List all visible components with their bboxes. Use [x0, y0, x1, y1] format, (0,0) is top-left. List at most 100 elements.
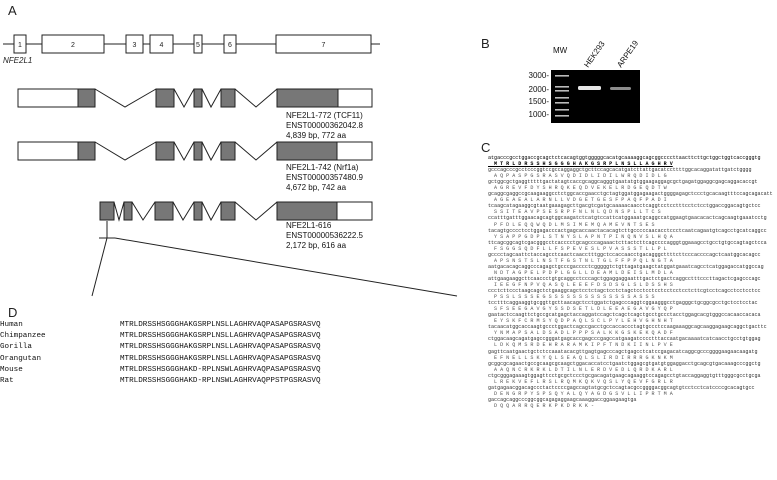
sequence-nt-line: ccatttgatttggaacagcagtggcaagatctcatgtcca… — [488, 215, 767, 222]
sequence-aa-line: L R E K V E F L R S L R Q M K Q K V Q S … — [488, 378, 673, 385]
sequence-nt-line: tcaagcatagaaggcgtaatgaaagagcttgacgtcgatg… — [488, 203, 761, 210]
exon-3-label: 3 — [133, 42, 137, 49]
transcript-1-label: NFE2L1-772 (TCF11) ENST00000362042.8 4,8… — [286, 111, 363, 141]
exon-6-label: 6 — [228, 42, 232, 49]
transcript-3-structure — [99, 201, 373, 222]
sequence-aa-line: S F S E E G A V G Y S S D S E T L D L E … — [488, 306, 673, 313]
sequence-aa-line: A G E A E A L A R N L L V D G E T G E S … — [488, 197, 667, 204]
exon-1-box — [13, 34, 27, 54]
transcript-1-size: 4,839 bp, 772 aa — [286, 131, 347, 140]
gel-marker-1000: 1000- — [529, 110, 550, 119]
gel-band-hek293 — [578, 86, 601, 90]
sequence-nt-line: gaatactccaagttctgccgcatgagctaccaggatccag… — [488, 312, 761, 319]
sequence-nt-line: ccctcttccctaagcagctctgaaggcagctcctctagct… — [488, 288, 761, 295]
alignment-species: Orangutan — [0, 354, 42, 363]
gel-marker-1500: 1500- — [529, 97, 550, 106]
alignment-species: Human — [0, 321, 23, 329]
sequence-aa-line: I E E G F N P V Q A S Q L E E E F D S D … — [488, 281, 673, 288]
alignment-sequence: MTRLDRSSHSGGGHAKGSRPLNSLLAGHRVAQPASAPGSR… — [120, 332, 321, 341]
sequence-nt-line: gctggcgctgaggtttttgactatagtcaccgcaggcagg… — [488, 179, 758, 186]
gene-name-label: NFE2L1 — [3, 56, 32, 65]
transcript-3-size: 2,172 bp, 616 aa — [286, 241, 347, 250]
sequence-aa-line: A G R E V F D Y S H R Q K E Q D V E K E … — [488, 185, 667, 192]
transcript-2-label: NFE2L1-742 (Nrf1a) ENST00000357480.9 4,6… — [286, 163, 363, 193]
gel-marker-2000: 2000- — [529, 85, 550, 94]
sequence-aa-line: A Q P A S P G S R A S V Q D I D L I D I … — [488, 173, 667, 180]
exon-7-box — [275, 34, 372, 54]
sequence-nt-line: gcccagcccgcctcccggtccgccaggaggctgcttccag… — [488, 167, 752, 174]
sequence-nt-line: tacagtgcccctcctggagacccactgagcaccaactaca… — [488, 227, 767, 234]
sequence-aa-line: D Q Q A R R Q E R K P K D R K K - — [488, 402, 595, 409]
sequence-aa-line: A P S N S T S L N S T F G S T N L T G L … — [488, 257, 673, 264]
sequence-aa-line: D E N G R P Y S P S Q Y A L Q Y A G D G … — [488, 390, 673, 397]
sequence-aa-line: L D K Q M S R D E H R A R A M K I P F T … — [488, 342, 673, 349]
gel-lane-label-1: HEK293 — [582, 40, 607, 69]
sequence-aa-line: Y N M A P S A L D S A D L P P P S A L K … — [488, 330, 673, 337]
alignment-row: Mouse MTRLDRSSHSGGGHAKD-RPLNSWLAGHRVAQPAS… — [0, 365, 321, 376]
sequence-nt-line: gcccctagcaattctaccagcctcaactcaacctttggct… — [488, 251, 761, 258]
sequence-nt-line: gatgagaacggacagccctactccccgagccagtatgcgc… — [488, 384, 755, 391]
exon-2-label: 2 — [71, 42, 75, 49]
genomic-exons — [13, 34, 372, 54]
sequence-nt-line: tcctttcaggaaggtgcggttgcttaacagctcctggatc… — [488, 300, 758, 307]
exon-6-box — [223, 34, 237, 54]
alignment-species: Mouse — [0, 365, 23, 374]
sequence-nt-line: gcggcgcagaactgccgcaagcgcaagctggacaccatcc… — [488, 360, 761, 367]
gel-ladder — [555, 75, 569, 117]
panel-label-a: A — [8, 3, 17, 18]
exon-2-box — [41, 34, 105, 54]
sequence-nt-line: ctgcgggagaaagtggagttcctgcgctccctgcgacaga… — [488, 372, 761, 379]
transcript-2-size: 4,672 bp, 742 aa — [286, 183, 347, 192]
sequence-nt-line: ttcagcggcagtcgacgggcctcacccctgcagcccagaa… — [488, 239, 767, 246]
sequence-nt-line: ctggacaagcagatgagccgggatgagcaccgagcccgag… — [488, 336, 761, 343]
alignment-sequence: MTRLDRSSHSGGGHAKD-RPLNSWLAGHRVAQPPSTPGSR… — [120, 377, 321, 386]
sequence-nt-line: tacaacatggcaccaagtgccctggactcagccgacctgc… — [488, 324, 767, 331]
zoom-callout-lines — [91, 221, 458, 297]
transcript-2-structure — [17, 141, 373, 162]
transcript-2-id: ENST00000357480.9 — [286, 173, 363, 182]
alignment-species: Rat — [0, 377, 14, 386]
transcript-1-name: NFE2L1-772 (TCF11) — [286, 111, 363, 120]
exon-1-label: 1 — [18, 42, 22, 49]
alignment-species: Gorilla — [0, 343, 32, 352]
panel-label-c: C — [481, 140, 491, 155]
alignment-row: Rat MTRLDRSSHSGGGHAKD-RPLNSWLAGHRVAQPPSTP… — [0, 376, 321, 387]
sequence-nt-line: attgaagaaggcttcaaccctgtgcaggcctcccagctgg… — [488, 275, 761, 282]
sequence-nt-line: gaccagcaggcccggcggcagagaggaagcaaaggaccgg… — [488, 396, 637, 403]
alignment-sequence: MTRLDRSSHSGGGHAKGSRPLNSLLAGHRVAQPASAPGSR… — [120, 321, 321, 329]
exon-5-box — [193, 34, 203, 54]
sequence-aa-line: M T R L D R S S H S G G G H A K G S R P … — [488, 161, 673, 168]
exon-3-box — [125, 34, 144, 54]
panel-label-b: B — [481, 36, 490, 51]
sequence-nt-line: gagttcaatgaactgctctccaaatacacgttgagtgagc… — [488, 348, 758, 355]
transcript-2-name: NFE2L1-742 (Nrf1a) — [286, 163, 359, 172]
gel-band-arpe19 — [610, 87, 631, 90]
sequence-panel: atgacccgcctggaccgcagctctcacagtggtgggggca… — [488, 155, 773, 409]
alignment-row: Human MTRLDRSSHSGGGHAKGSRPLNSLLAGHRVAQPAS… — [0, 320, 321, 331]
sequence-aa-line: Y S A P P G D P L S T N Y S L A P N T P … — [488, 233, 673, 240]
gel-figure: MW HEK293 ARPE19 3000- 2000- 1500- 1000- — [529, 40, 641, 123]
transcript-1-id: ENST00000362042.8 — [286, 121, 363, 130]
sequence-aa-line: F S G G S Q D F L L F S P E V E S L P V … — [488, 245, 667, 252]
gel-mw-label: MW — [553, 46, 568, 55]
sequence-aa-line: A A Q N C R K R K L D T I L N L E R D V … — [488, 366, 673, 373]
exon-5-label: 5 — [196, 42, 200, 49]
sequence-aa-line: E F N E L L S K Y Q L S E A Q L S L I R … — [488, 354, 673, 361]
exon-7-label: 7 — [322, 42, 326, 49]
sequence-nt-line: atgacccgcctggaccgcagctctcacagtggtgggggca… — [488, 155, 761, 161]
panel-label-d: D — [8, 305, 18, 320]
gene-structure-diagram: 1 2 3 4 5 6 7 NFE2L1 — [3, 34, 458, 297]
sequence-nt-line: gcaggcgaggccgcaagaaggcctctggcaccgaacctgc… — [488, 191, 773, 198]
alignment-row: Gorilla MTRLDRSSHSGGGHAKGSRPLNSLLAGHRVAQP… — [0, 342, 321, 353]
exon-4-box — [149, 34, 174, 54]
sequence-aa-line: S S I T E A V P S E S R P F N L N L Q D … — [488, 209, 661, 216]
transcript-3-name: NFE2L1-616 — [286, 221, 332, 230]
alignment-sequence: MTRLDRSSHSGGGHAKGSRPLNSLLAGHRVAQPASAPGSR… — [120, 343, 321, 352]
alignment-sequence: MTRLDRSSHSGGGHAKD-RPLNSWLAGHRVAQPASAPGSR… — [120, 365, 321, 374]
sequence-aa-line: N D T A G P E L P D P L G G L L D E A M … — [488, 269, 673, 276]
sequence-aa-line: E Y S K F C R M S Y Q D P A Q L S C L P … — [488, 318, 673, 325]
sequence-aa-line: P S S L S S S E G S S S S S S S S S S S … — [488, 294, 655, 301]
